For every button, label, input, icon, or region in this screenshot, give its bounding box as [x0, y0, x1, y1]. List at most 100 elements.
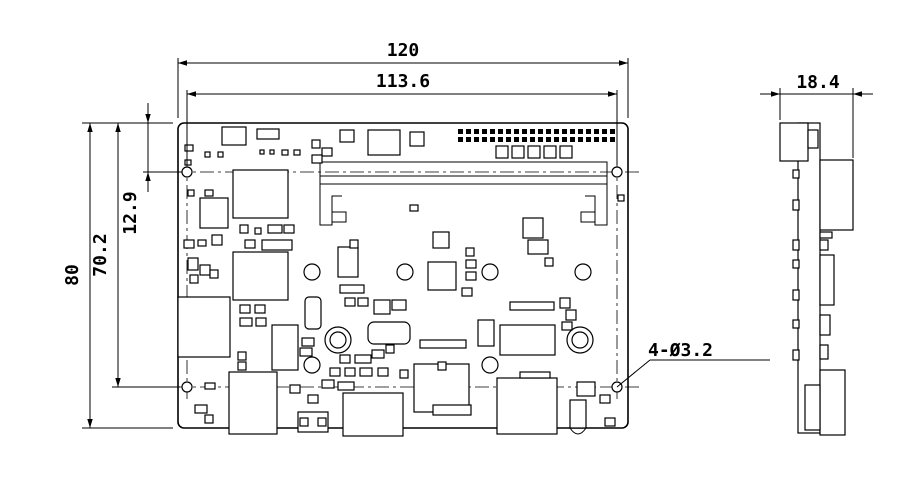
sodimm-slot: [319, 161, 608, 226]
chip-ram: [232, 251, 289, 301]
header-pin: [554, 137, 559, 142]
label-hole-spacing-x: 113.6: [376, 71, 430, 92]
connector-left: [177, 296, 231, 358]
small-components: [183, 129, 625, 427]
smd-component: [267, 224, 283, 234]
dimension-overall-width: 120: [177, 40, 629, 118]
standoff-inner: [329, 331, 347, 349]
header-socket: [495, 145, 509, 159]
smd-component: [357, 297, 369, 307]
smd-component: [299, 347, 313, 357]
chip-inductor: [271, 324, 299, 371]
smd-component: [465, 247, 475, 257]
smd-component: [239, 317, 253, 327]
smd-component: [437, 361, 447, 371]
header-pin: [586, 129, 591, 134]
label-overall-height: 80: [62, 264, 83, 286]
header-pin: [498, 137, 503, 142]
connector-ethernet: [496, 377, 558, 435]
smd-component: [576, 381, 596, 397]
connector-audio: [228, 371, 278, 435]
chip-top-a: [367, 129, 401, 156]
smd-component: [561, 321, 573, 331]
smd-component: [344, 297, 356, 307]
header-pin: [530, 137, 535, 142]
label-overall-width: 120: [387, 40, 420, 61]
chip-left: [199, 197, 229, 229]
header-pin: [514, 129, 519, 134]
hole-callout: 4-Ø3.2: [616, 340, 770, 388]
header-pin: [498, 129, 503, 134]
smd-component: [339, 354, 351, 364]
smd-component: [317, 417, 327, 427]
header-pin: [522, 137, 527, 142]
crystal: [304, 296, 322, 330]
header-pin: [538, 137, 543, 142]
header-socket: [527, 145, 541, 159]
smd-component: [509, 301, 555, 311]
smd-component: [184, 159, 192, 166]
smd-component: [204, 151, 211, 158]
smd-component: [377, 367, 389, 377]
side-smd: [792, 259, 800, 269]
smd-component: [283, 224, 295, 234]
header-socket: [511, 145, 525, 159]
smd-component: [354, 354, 372, 364]
smd-component: [187, 257, 199, 271]
standoff-hole: [303, 263, 321, 281]
header-pin: [530, 129, 535, 134]
smd-component: [289, 384, 301, 394]
smd-component: [339, 129, 355, 143]
smd-component: [293, 149, 301, 156]
side-smd: [819, 239, 829, 251]
header-pin: [586, 137, 591, 142]
header-pin: [594, 137, 599, 142]
header-socket: [543, 145, 557, 159]
smd-component: [187, 189, 195, 197]
side-smd: [792, 349, 800, 361]
smd-component: [519, 371, 551, 379]
smd-component: [204, 189, 214, 197]
dimension-hole-spacing-x: 113.6: [186, 71, 618, 165]
header-pin: [546, 137, 551, 142]
smd-component: [544, 257, 554, 267]
label-side-thickness: 18.4: [796, 72, 840, 93]
crystal-b: [367, 321, 411, 345]
smd-component: [321, 379, 335, 389]
mounting-hole-tl: [181, 166, 193, 178]
side-smd: [792, 169, 800, 179]
header-pin: [506, 129, 511, 134]
smd-component: [209, 269, 219, 279]
standoff-hole: [481, 356, 499, 374]
standoff-hole: [303, 356, 321, 374]
micro-usb: [297, 411, 329, 433]
standoff-group: [303, 263, 594, 374]
smd-component: [337, 381, 355, 391]
connector-usb-a: [342, 392, 404, 437]
smd-component: [409, 131, 425, 147]
chip-top-b: [221, 126, 247, 146]
sd-card: [432, 404, 472, 416]
header-pin: [490, 129, 495, 134]
side-smd: [819, 231, 833, 239]
smd-component: [559, 297, 571, 309]
side-smd: [792, 289, 800, 301]
smd-component: [359, 367, 373, 377]
smd-component: [254, 304, 266, 314]
dimension-side-thickness: 18.4: [760, 72, 873, 158]
smd-component: [199, 264, 211, 276]
chip-top-c: [256, 128, 280, 140]
standoff-hole: [574, 263, 592, 281]
smd-component: [311, 154, 323, 164]
side-small-components: [792, 169, 833, 361]
smd-component: [255, 317, 267, 327]
header-pin: [570, 137, 575, 142]
smd-component: [599, 394, 611, 404]
chip-qfn: [427, 261, 457, 291]
smd-component: [204, 382, 216, 390]
header-pin: [602, 137, 607, 142]
header-pin: [466, 129, 471, 134]
smd-component: [385, 344, 395, 354]
header-pin: [474, 129, 479, 134]
smd-component: [254, 227, 262, 235]
